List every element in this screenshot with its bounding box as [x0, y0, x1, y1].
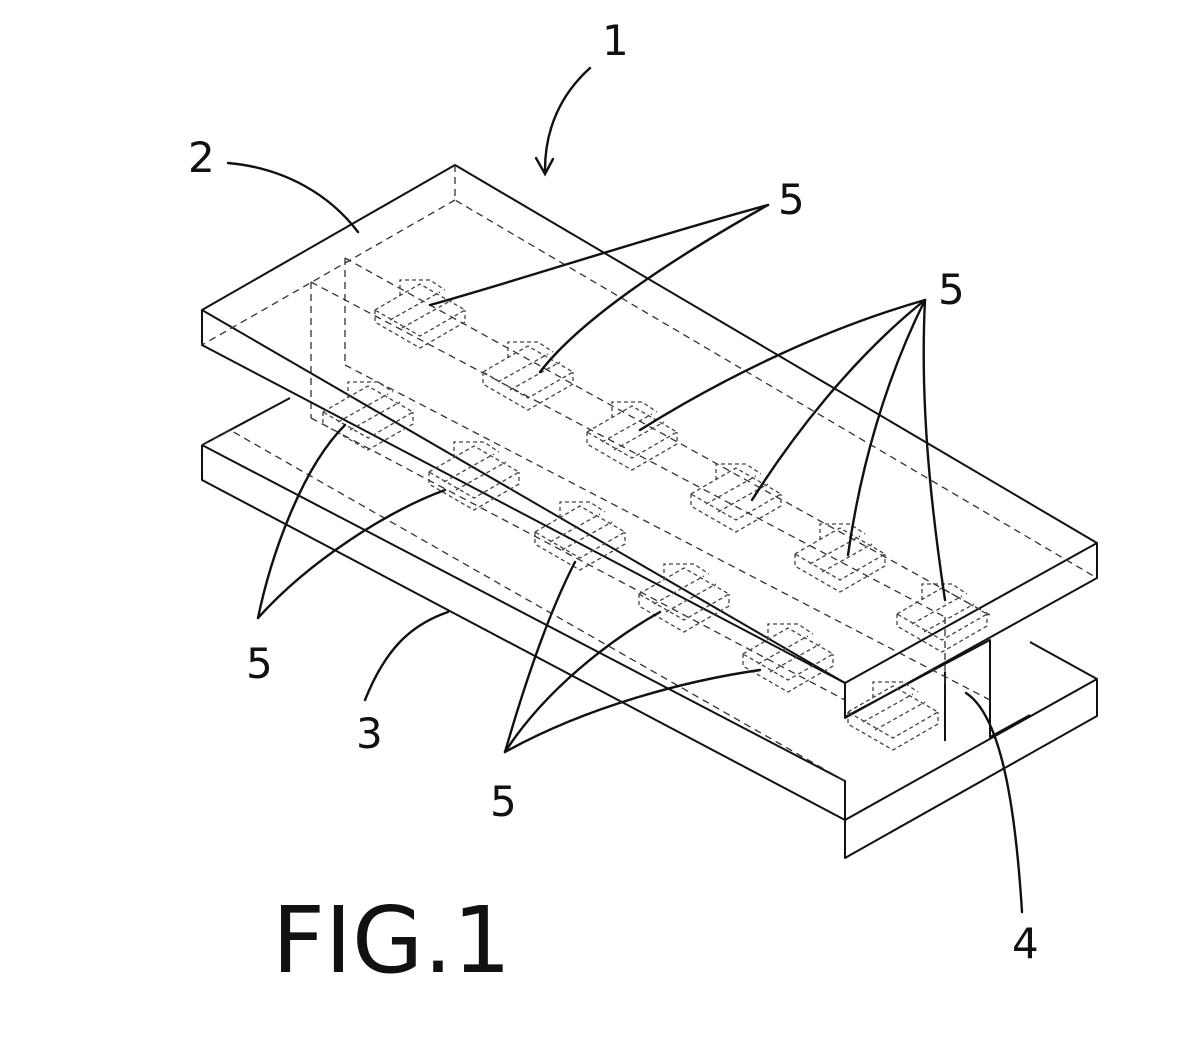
label-fastener-left: 5: [246, 639, 273, 688]
fasteners: [323, 280, 987, 750]
label-fastener-right: 5: [938, 265, 965, 314]
label-web: 4: [1012, 919, 1039, 968]
leader-5-left-a: [258, 425, 345, 618]
leader-2: [228, 163, 358, 232]
upper-plate: [202, 165, 1097, 718]
figure-caption: FIG.1: [272, 887, 511, 994]
label-upper-plate: 2: [188, 133, 215, 182]
leader-1: [545, 68, 590, 170]
label-fastener-bottom: 5: [490, 777, 517, 826]
leader-5-top-a: [430, 205, 768, 305]
fastener-upper-3: [587, 402, 677, 470]
fastener-lower-2: [429, 442, 519, 510]
leader-5-right-c: [848, 300, 925, 555]
leader-5-right-d: [924, 300, 945, 600]
web: [311, 282, 1030, 741]
fastener-upper-5: [795, 524, 885, 592]
leader-lines: [228, 68, 1022, 912]
leader-3: [365, 612, 448, 700]
reference-numerals: 1 2 5 5 5 3 5 4: [188, 16, 1039, 968]
leader-5-right-a: [640, 300, 925, 430]
fastener-upper-1: [375, 280, 465, 348]
leader-5-left-b: [258, 490, 445, 618]
label-lower-plate: 3: [356, 709, 383, 758]
fastener-upper-6: [897, 584, 987, 652]
fastener-lower-5: [743, 624, 833, 692]
label-assembly: 1: [602, 16, 629, 65]
label-fastener-top: 5: [778, 175, 805, 224]
leader-5-bottom-c: [505, 670, 760, 752]
leader-5-top-b: [540, 205, 768, 372]
lower-plate: [202, 398, 1097, 858]
